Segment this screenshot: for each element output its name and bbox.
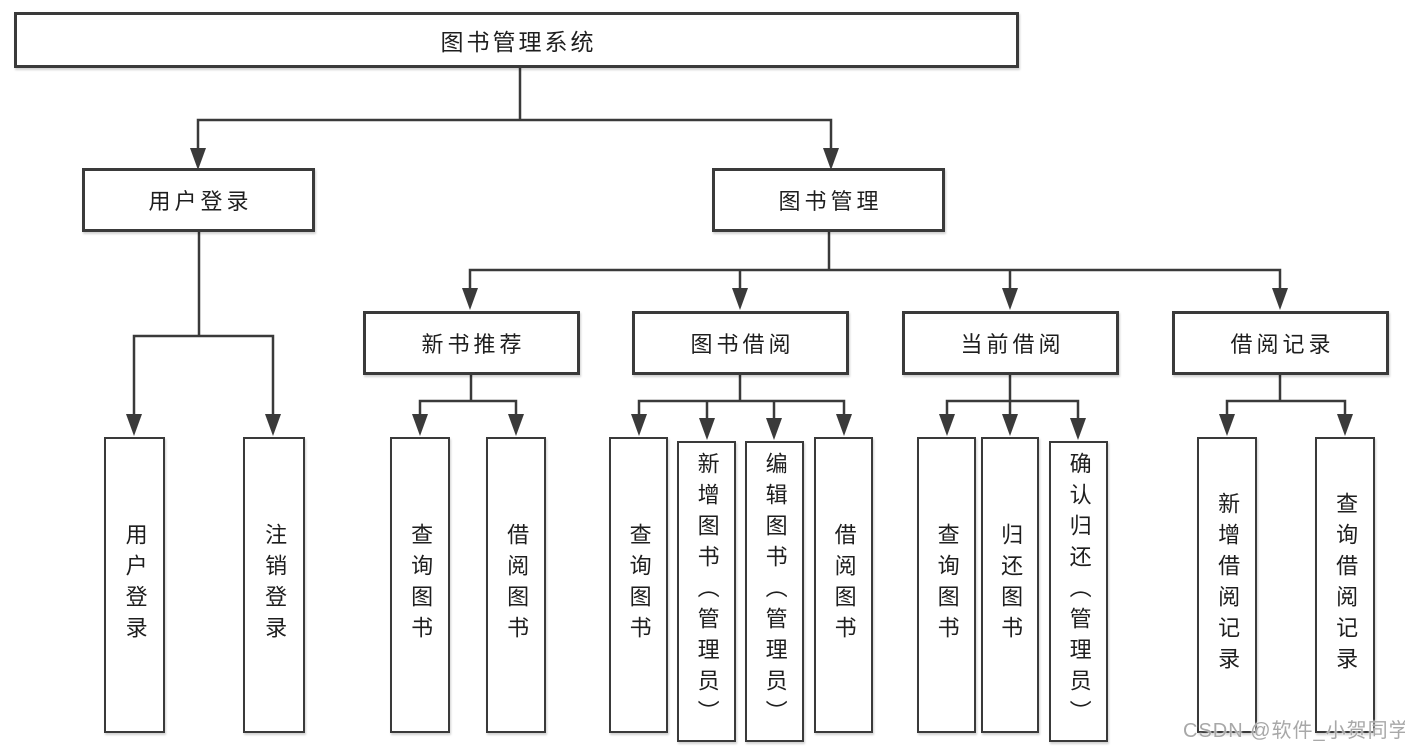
leaf-label: 查询图书 (934, 523, 960, 647)
leaf-label: 借阅图书 (504, 523, 530, 647)
leaf-confirm-return-admin: 确认归还（管理员） (1049, 441, 1108, 742)
leaf-label: 注销登录 (262, 523, 288, 647)
node-book-borrowing: 图书借阅 (632, 311, 849, 375)
leaf-label: 查询借阅记录 (1333, 492, 1359, 678)
leaf-label: 借阅图书 (831, 523, 857, 647)
leaf-add-books-admin: 新增图书（管理员） (677, 441, 736, 742)
leaf-query-borrow-record: 查询借阅记录 (1315, 437, 1375, 733)
leaf-query-books-borrowing: 查询图书 (609, 437, 668, 733)
leaf-user-login: 用户登录 (104, 437, 165, 733)
leaf-label: 确认归还（管理员） (1066, 452, 1092, 731)
leaf-logout: 注销登录 (243, 437, 305, 733)
node-current-borrowing: 当前借阅 (902, 311, 1119, 375)
leaf-query-books-current: 查询图书 (917, 437, 976, 733)
arrowheads (126, 148, 1353, 440)
leaf-label: 归还图书 (998, 523, 1024, 647)
leaf-query-books-recommend: 查询图书 (390, 437, 450, 733)
node-label: 用户登录 (148, 189, 253, 214)
node-label: 当前借阅 (960, 332, 1065, 357)
leaf-borrow-books-borrowing: 借阅图书 (814, 437, 873, 733)
leaf-label: 新增借阅记录 (1215, 492, 1241, 678)
node-library-management-system: 图书管理系统 (14, 12, 1019, 68)
leaf-borrow-books-recommend: 借阅图书 (486, 437, 546, 733)
leaf-label: 新增图书（管理员） (694, 452, 720, 731)
leaf-label: 查询图书 (626, 523, 652, 647)
leaf-edit-books-admin: 编辑图书（管理员） (745, 441, 804, 742)
leaf-label: 用户登录 (122, 523, 148, 647)
node-new-book-recommend: 新书推荐 (363, 311, 580, 375)
leaf-add-borrow-record: 新增借阅记录 (1197, 437, 1257, 733)
csdn-watermark: CSDN @软件_小贺同学 (1183, 720, 1405, 742)
leaf-label: 编辑图书（管理员） (762, 452, 788, 731)
node-borrowing-records: 借阅记录 (1172, 311, 1389, 375)
connector-paths (132, 68, 1347, 420)
node-label: 新书推荐 (421, 332, 526, 357)
node-label: 图书管理 (778, 189, 883, 214)
leaf-label: 查询图书 (408, 523, 434, 647)
node-user-login: 用户登录 (82, 168, 315, 232)
node-book-management: 图书管理 (712, 168, 945, 232)
leaf-return-books: 归还图书 (981, 437, 1039, 733)
node-label: 图书管理系统 (440, 29, 597, 55)
node-label: 图书借阅 (690, 332, 795, 357)
node-label: 借阅记录 (1230, 332, 1335, 357)
